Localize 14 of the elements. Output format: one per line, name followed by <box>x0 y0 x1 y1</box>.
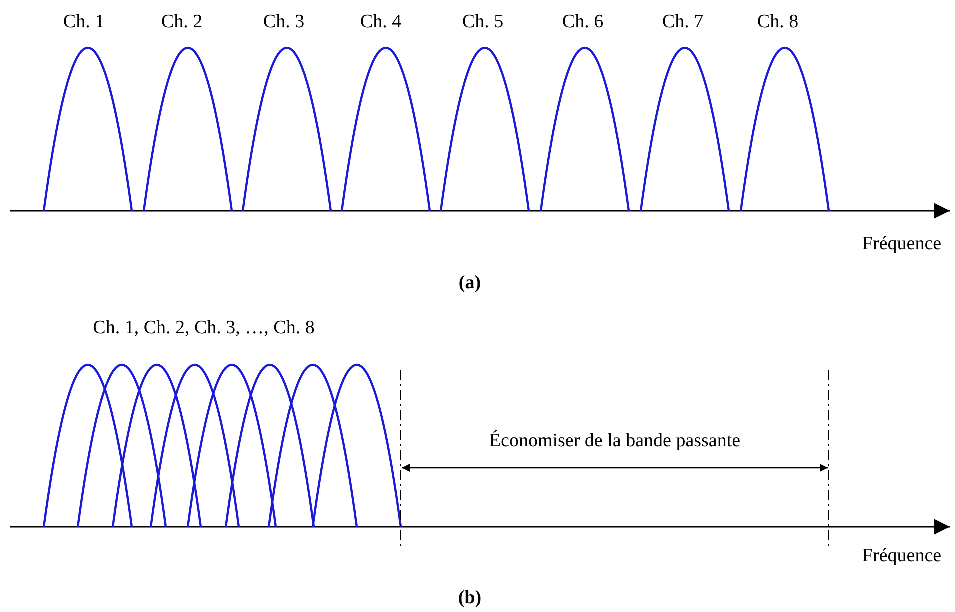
channel-label: Ch. 6 <box>562 12 604 32</box>
dimension-label: Économiser de la bande passante <box>489 432 741 450</box>
panel-label: (a) <box>458 274 482 292</box>
channel-label: Ch. 4 <box>360 12 402 32</box>
axis-label: Fréquence <box>862 546 942 566</box>
axis-label: Fréquence <box>862 234 942 254</box>
channel-label: Ch. 1, Ch. 2, Ch. 3, …, Ch. 8 <box>93 318 315 338</box>
channel-label: Ch. 3 <box>263 12 305 32</box>
channel-label: Ch. 1 <box>63 12 105 32</box>
channel-label: Ch. 2 <box>161 12 203 32</box>
channel-label: Ch. 7 <box>662 12 704 32</box>
channel-label: Ch. 8 <box>757 12 799 32</box>
channel-label: Ch. 5 <box>462 12 504 32</box>
panel-label: (b) <box>458 588 482 608</box>
